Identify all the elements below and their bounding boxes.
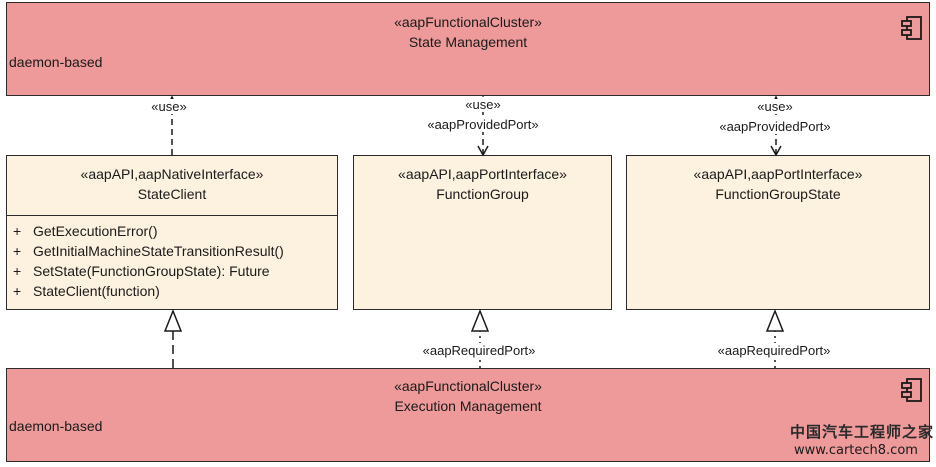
component-icon — [901, 16, 922, 40]
execution-management-cluster[interactable]: «aapFunctionalCluster» Execution Managem… — [6, 368, 930, 462]
interface-stereotype: «aapAPI,aapPortInterface» — [693, 166, 863, 182]
cluster-name: State Management — [408, 34, 528, 50]
cluster-note: daemon-based — [9, 418, 103, 434]
provided-port-arrowhead — [770, 145, 782, 157]
realization-triangle — [470, 308, 490, 332]
cluster-stereotype: «aapFunctionalCluster» — [394, 14, 542, 30]
watermark-url: www.cartech8.com — [794, 443, 918, 458]
realization-triangle — [163, 308, 183, 332]
stateclient-interface[interactable]: «aapAPI,aapNativeInterface» StateClient … — [6, 155, 338, 310]
state-management-cluster[interactable]: «aapFunctionalCluster» State Management … — [6, 2, 930, 96]
component-icon — [901, 378, 922, 402]
interface-name: FunctionGroup — [436, 186, 529, 202]
operation-item: +GetInitialMachineStateTransitionResult(… — [13, 243, 284, 259]
watermark-title: 中国汽车工程师之家 — [790, 423, 935, 441]
functiongroupstate-interface[interactable]: «aapAPI,aapPortInterface» FunctionGroupS… — [626, 155, 930, 310]
interface-name: FunctionGroupState — [715, 186, 841, 202]
functiongroup-interface[interactable]: «aapAPI,aapPortInterface» FunctionGroup — [353, 155, 612, 310]
required-port-label: «aapRequiredPort» — [421, 343, 537, 358]
cluster-name: Execution Management — [394, 398, 542, 414]
use-label: «use» — [756, 99, 794, 114]
interface-stereotype: «aapAPI,aapNativeInterface» — [80, 166, 264, 182]
interface-stereotype: «aapAPI,aapPortInterface» — [398, 166, 567, 182]
interface-name: StateClient — [137, 186, 207, 202]
cluster-note: daemon-based — [9, 54, 103, 70]
operations-compartment: +GetExecutionError() +GetInitialMachineS… — [7, 215, 337, 301]
operation-item: +GetExecutionError() — [13, 223, 158, 239]
cluster-stereotype: «aapFunctionalCluster» — [394, 378, 542, 394]
provided-port-arrowhead — [477, 145, 489, 157]
provided-port-label: «aapProvidedPort» — [426, 117, 540, 132]
required-port-label: «aapRequiredPort» — [716, 343, 832, 358]
use-label: «use» — [150, 99, 188, 114]
provided-port-label: «aapProvidedPort» — [718, 119, 832, 134]
operation-item: +SetState(FunctionGroupState): Future — [13, 263, 270, 279]
operation-item: +StateClient(function) — [13, 283, 160, 299]
realization-triangle — [765, 308, 785, 332]
use-label: «use» — [464, 97, 502, 112]
